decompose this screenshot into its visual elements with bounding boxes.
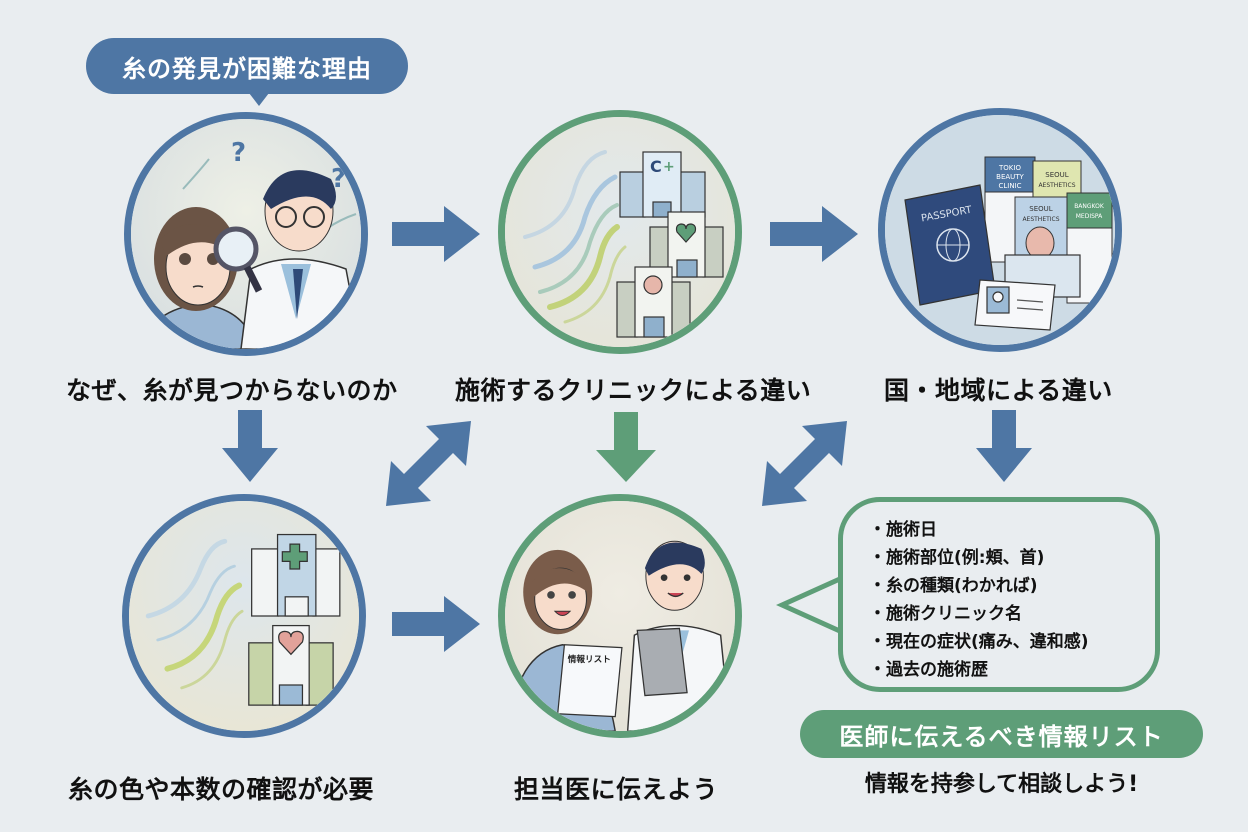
info-list-item: 糸の種類(わかれば) [883, 572, 1155, 600]
hospital-building-icon [251, 533, 341, 617]
svg-text:AESTHETICS: AESTHETICS [1022, 216, 1059, 223]
arrow-down-icon [596, 412, 656, 482]
hospital-buildings-illustration [129, 501, 359, 731]
clinic-building-icon [649, 211, 724, 278]
step-label-clinic-differences: 施術するクリニックによる違い [455, 376, 812, 405]
svg-text:情報リスト: 情報リスト [567, 653, 611, 665]
info-list-title: 医師に伝えるべき情報リスト [839, 722, 1164, 751]
speech-bubble-tail [775, 570, 846, 644]
step-circle-region-differences: TOKIO BEAUTY CLINIC SEOUL AESTHETICS BAN… [878, 108, 1122, 352]
step-label-why-not-found: なぜ、糸が見つからないのか [66, 376, 398, 405]
info-list-bubble: 施術日 施術部位(例:頬、首) 糸の種類(わかれば) 施術クリニック名 現在の症… [838, 497, 1160, 692]
svg-text:C: C [650, 157, 662, 176]
passport-icon: PASSPORT [904, 184, 996, 306]
info-list-paper-icon: 情報リスト [557, 644, 623, 718]
info-list-item: 施術部位(例:頬、首) [883, 544, 1155, 572]
question-mark-icon: ? [231, 138, 246, 168]
svg-text:TOKIO: TOKIO [998, 164, 1021, 172]
info-list-title-badge: 医師に伝えるべき情報リスト [800, 710, 1203, 758]
clinic-buildings-illustration: C + [505, 117, 735, 347]
thread-lines [523, 150, 627, 324]
magnifying-glass-icon [213, 226, 263, 293]
svg-text:CLINIC: CLINIC [998, 182, 1021, 190]
svg-text:AESTHETICS: AESTHETICS [1038, 182, 1075, 189]
svg-text:+: + [663, 159, 675, 175]
svg-text:SEOUL: SEOUL [1045, 171, 1068, 179]
step-circle-confirm-thread [122, 494, 366, 738]
arrow-bidirectional-icon [762, 418, 852, 508]
step-label-tell-doctor: 担当医に伝えよう [514, 775, 719, 804]
arrow-bidirectional-icon [386, 418, 476, 508]
patient-doctor-illustration: 情報リスト [505, 501, 735, 731]
thread-icon [182, 158, 210, 190]
doctor-examining-illustration: ? ? [131, 119, 361, 349]
doctor-figure [240, 170, 361, 349]
question-mark-icon: ? [331, 164, 346, 194]
arrow-right-icon [770, 206, 858, 262]
svg-text:BEAUTY: BEAUTY [996, 173, 1024, 181]
thread-lines [145, 538, 244, 690]
step-circle-why-not-found: ? ? [124, 112, 368, 356]
info-list-item: 施術日 [883, 516, 1155, 544]
clinic-building-icon [616, 266, 691, 338]
arrow-right-icon [392, 596, 480, 652]
svg-text:MEDISPA: MEDISPA [1076, 213, 1103, 220]
info-list-subtitle: 情報を持参して相談しよう! [864, 772, 1139, 797]
svg-text:SEOUL: SEOUL [1029, 205, 1052, 213]
step-label-confirm-thread: 糸の色や本数の確認が必要 [68, 775, 375, 804]
diagram-title: 糸の発見が困難な理由 [122, 54, 372, 83]
hospital-building-icon [248, 624, 334, 706]
info-list-item: 現在の症状(痛み、違和感) [883, 628, 1155, 656]
tablet-icon [636, 627, 688, 697]
diagram-title-badge: 糸の発見が困難な理由 [86, 38, 408, 106]
step-label-region-differences: 国・地域による違い [884, 376, 1113, 405]
step-circle-tell-doctor: 情報リスト [498, 494, 742, 738]
arrow-right-icon [392, 206, 480, 262]
clinic-building-icon: C + [619, 151, 706, 218]
arrow-down-icon [222, 410, 278, 482]
step-circle-clinic-differences: C + [498, 110, 742, 354]
brochure-icon: SEOUL AESTHETICS [1014, 196, 1068, 263]
info-list: 施術日 施術部位(例:頬、首) 糸の種類(わかれば) 施術クリニック名 現在の症… [883, 516, 1155, 684]
arrow-down-icon [976, 410, 1032, 482]
passport-brochures-illustration: TOKIO BEAUTY CLINIC SEOUL AESTHETICS BAN… [885, 115, 1115, 345]
id-card-icon [974, 254, 1081, 331]
info-list-item: 施術クリニック名 [883, 600, 1155, 628]
svg-text:BANGKOK: BANGKOK [1074, 203, 1105, 210]
info-list-item: 過去の施術歴 [883, 656, 1155, 684]
